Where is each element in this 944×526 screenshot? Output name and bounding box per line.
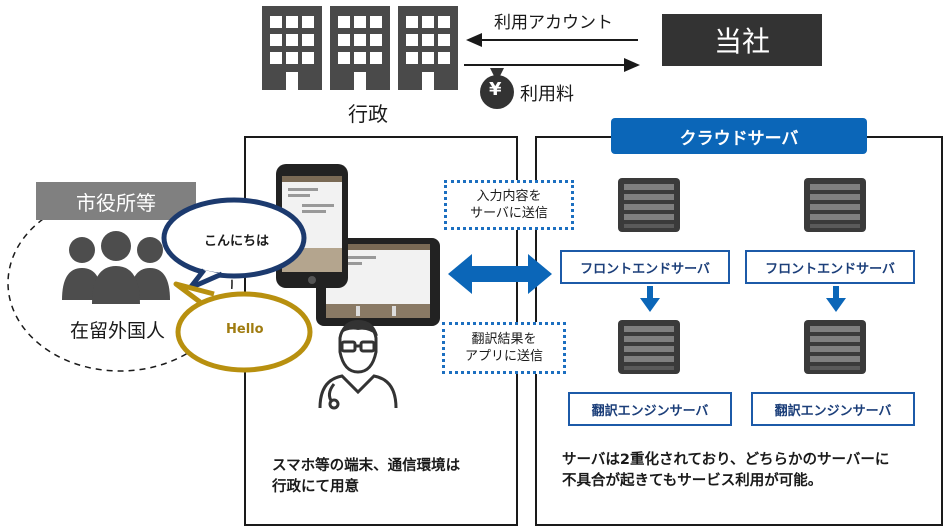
bidirectional-arrow — [448, 254, 552, 294]
staff-person-icon — [318, 320, 398, 410]
server-icon-front-left — [618, 178, 680, 232]
device-caption-line1: スマホ等の端末、通信環境は — [272, 458, 461, 474]
people-group-icon — [62, 231, 170, 304]
konnichiwa-bubble — [161, 197, 307, 290]
cloud-caption: サーバは2重化されており、どちらかのサーバーに 不具合が起きてもサービス利用が可… — [562, 450, 889, 492]
down-arrow-left — [640, 286, 660, 312]
fee-label: 利用料 — [520, 84, 574, 105]
server-icon-engine-right — [804, 320, 866, 374]
account-label: 利用アカウント — [494, 13, 613, 33]
send-input-line1: 入力内容を — [476, 189, 542, 204]
yen-symbol: ¥ — [489, 79, 502, 100]
front-server-left: フロントエンドサーバ — [560, 250, 730, 284]
send-result-line2: アプリに送信 — [464, 349, 543, 364]
send-input-callout: 入力内容を サーバに送信 — [444, 180, 574, 230]
account-arrow — [466, 33, 638, 47]
engine-server-right: 翻訳エンジンサーバ — [751, 392, 915, 426]
government-label: 行政 — [348, 102, 388, 126]
cloud-caption-line1: サーバは2重化されており、どちらかのサーバーに — [562, 452, 890, 468]
foreign-residents-label: 在留外国人 — [70, 320, 166, 342]
residents-dashed-circle — [7, 194, 233, 372]
send-input-line2: サーバに送信 — [470, 206, 548, 221]
money-bag-icon — [480, 68, 514, 109]
fee-arrow — [464, 58, 640, 72]
down-arrow-right — [826, 286, 846, 312]
front-server-right: フロントエンドサーバ — [745, 250, 915, 284]
device-caption-line2: 行政にて用意 — [272, 479, 359, 495]
hello-bubble — [173, 281, 313, 373]
device-caption: スマホ等の端末、通信環境は 行政にて用意 — [272, 456, 460, 498]
konnichiwa-text: こんにちは — [204, 234, 270, 249]
send-result-callout: 翻訳結果を アプリに送信 — [442, 322, 566, 374]
hello-text: Hello — [226, 322, 264, 337]
government-building-icon — [262, 6, 458, 90]
server-icon-front-right — [804, 178, 866, 232]
company-box: 当社 — [662, 14, 822, 66]
city-office-label: 市役所等 — [36, 182, 196, 220]
server-icon-engine-left — [618, 320, 680, 374]
cloud-title: クラウドサーバ — [611, 118, 867, 154]
engine-server-left: 翻訳エンジンサーバ — [568, 392, 732, 426]
send-result-line1: 翻訳結果を — [471, 332, 537, 347]
cloud-caption-line2: 不具合が起きてもサービス利用が可能。 — [562, 473, 823, 489]
